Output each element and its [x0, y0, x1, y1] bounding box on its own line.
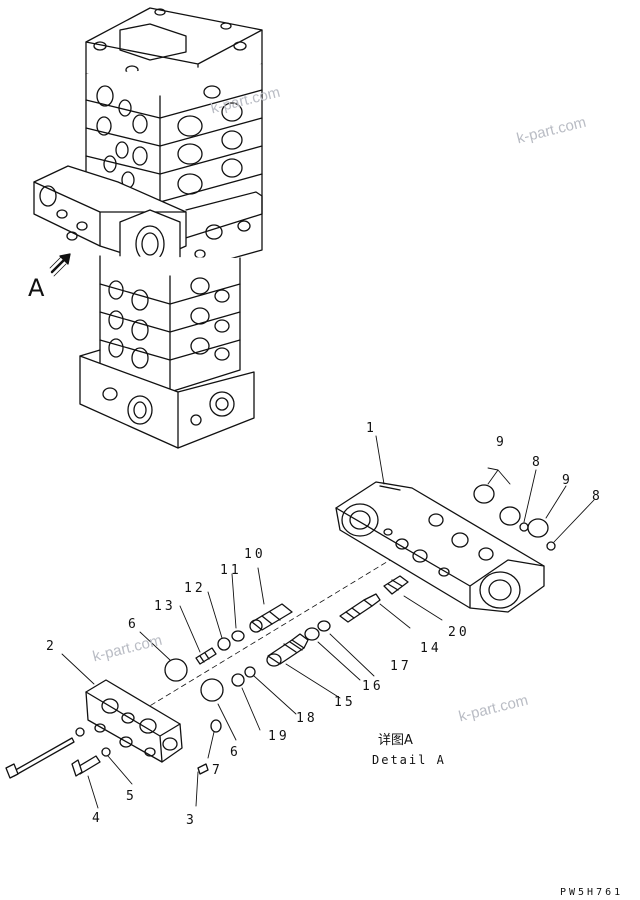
callout-6: 6 [128, 617, 139, 632]
part-14-rod [339, 593, 381, 623]
callout-4: 4 [92, 811, 103, 826]
part-1-valve-body [335, 481, 545, 613]
callout-6: 6 [230, 745, 241, 760]
callout-20: 20 [448, 625, 470, 640]
part-7-cap [210, 719, 222, 733]
part-12-washer [217, 637, 231, 651]
callout-1: 1 [366, 421, 377, 436]
callout-13: 13 [154, 599, 176, 614]
center-line [119, 559, 391, 725]
part-11-nut [231, 630, 245, 642]
leader-lines [61, 435, 595, 809]
part-9-o-ring [499, 506, 521, 526]
drawing-code: PW5H761 [560, 887, 624, 898]
part-3-plug [197, 763, 209, 775]
part-20-poppet [383, 575, 409, 595]
callout-15: 15 [334, 695, 356, 710]
part-8-o-ring [519, 522, 529, 532]
callout-2: 2 [46, 639, 57, 654]
callout-5: 5 [126, 789, 137, 804]
part-5-washer [75, 727, 85, 737]
callout-10: 10 [244, 547, 266, 562]
part-19-ring [231, 673, 245, 687]
view-arrow-icon [49, 253, 71, 277]
part-6-o-ring [164, 658, 188, 682]
part-15-plug [266, 633, 309, 667]
part-4-bolt [5, 737, 75, 779]
callout-17: 17 [390, 659, 412, 674]
part-10-sleeve [249, 603, 293, 633]
part-4-bolt [71, 755, 101, 777]
control-valve-assembly [33, 7, 263, 449]
detail-caption-english: Detail A [372, 753, 446, 767]
callout-8: 8 [592, 489, 603, 504]
callout-3: 3 [186, 813, 197, 828]
part-6-o-ring [200, 678, 224, 702]
part-16-ring [304, 627, 320, 641]
callout-18: 18 [296, 711, 318, 726]
part-17-ring [317, 620, 331, 632]
part-9-o-ring [473, 484, 495, 504]
view-label: A [28, 274, 45, 302]
callout-8: 8 [532, 455, 543, 470]
part-18-ring [244, 666, 256, 678]
callout-11: 11 [220, 563, 242, 578]
callout-19: 19 [268, 729, 290, 744]
part-8-o-ring [546, 541, 556, 551]
callout-9: 9 [496, 435, 507, 450]
callout-14: 14 [420, 641, 442, 656]
callout-12: 12 [184, 581, 206, 596]
detail-caption-chinese: 详图A [378, 733, 413, 748]
callout-9: 9 [562, 473, 573, 488]
part-2-cover [85, 679, 183, 763]
part-5-washer [101, 747, 111, 757]
part-9-o-ring [527, 518, 549, 538]
callout-16: 16 [362, 679, 384, 694]
callout-7: 7 [212, 763, 223, 778]
part-13-spring [195, 647, 217, 665]
